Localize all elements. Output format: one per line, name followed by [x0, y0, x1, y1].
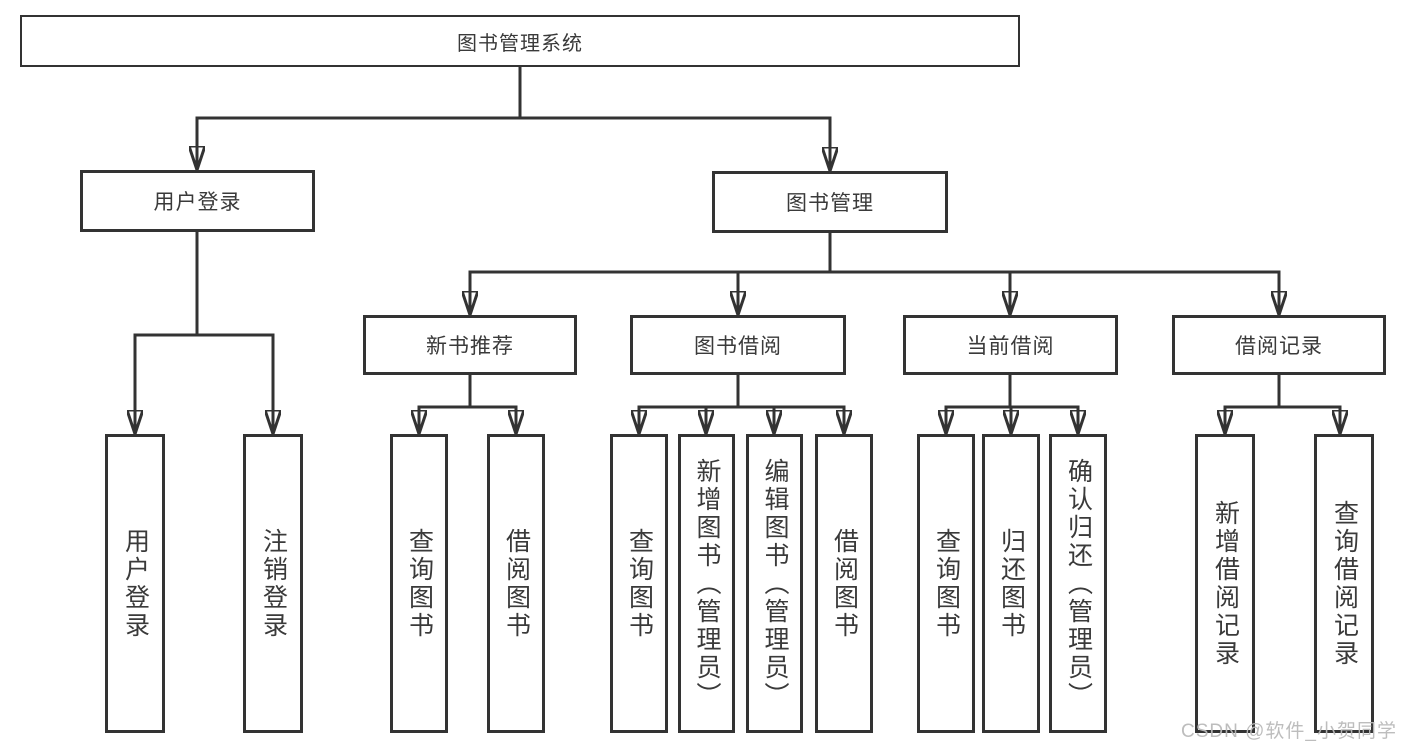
leaf-confirm-return-admin: 确认归还（管理员）: [1049, 434, 1107, 733]
leaf-edit-book-admin: 编辑图书（管理员）: [746, 434, 803, 733]
connector-borrowing-records-split: [1223, 373, 1342, 409]
leaf-query-books-1-label: 查询图书: [405, 527, 434, 640]
leaf-return-books-label: 归还图书: [997, 527, 1026, 640]
node-book-borrowing: 图书借阅: [630, 315, 846, 375]
leaf-query-borrow-record-label: 查询借阅记录: [1330, 499, 1359, 668]
leaf-add-borrow-record-label: 新增借阅记录: [1211, 499, 1240, 668]
connector-book-management-split: [468, 231, 1281, 274]
node-root-label: 图书管理系统: [457, 32, 583, 55]
node-book-management: 图书管理: [712, 171, 948, 233]
leaf-query-books-3-label: 查询图书: [932, 527, 961, 640]
connector-root-split: [195, 65, 832, 120]
node-book-borrowing-label: 图书借阅: [694, 335, 782, 358]
leaf-query-books-2-label: 查询图书: [625, 527, 654, 640]
leaf-add-book-admin-label: 新增图书（管理员）: [693, 457, 721, 710]
leaf-query-books-1: 查询图书: [390, 434, 448, 733]
leaf-borrow-books-2-label: 借阅图书: [830, 527, 859, 640]
node-root: 图书管理系统: [20, 15, 1020, 67]
leaf-user-login: 用户登录: [105, 434, 165, 733]
node-user-login: 用户登录: [80, 170, 315, 232]
leaf-add-borrow-record: 新增借阅记录: [1195, 434, 1255, 733]
leaf-query-books-2: 查询图书: [610, 434, 668, 733]
node-borrowing-records: 借阅记录: [1172, 315, 1386, 375]
leaf-borrow-books-2: 借阅图书: [815, 434, 873, 733]
leaf-confirm-return-admin-label: 确认归还（管理员）: [1064, 457, 1093, 710]
watermark: CSDN @软件_小贺同学: [1181, 721, 1397, 742]
node-current-borrowing: 当前借阅: [903, 315, 1118, 375]
node-new-book-recommend-label: 新书推荐: [426, 335, 514, 358]
connector-book-borrowing-split: [637, 373, 846, 409]
leaf-add-book-admin: 新增图书（管理员）: [678, 434, 735, 733]
node-new-book-recommend: 新书推荐: [363, 315, 577, 375]
connector-current-borrowing-split: [944, 373, 1080, 409]
node-current-borrowing-label: 当前借阅: [966, 335, 1055, 358]
node-borrowing-records-label: 借阅记录: [1235, 335, 1323, 358]
connector-user-login-split: [133, 230, 275, 337]
leaf-edit-book-admin-label: 编辑图书（管理员）: [761, 457, 789, 710]
leaf-borrow-books-1: 借阅图书: [487, 434, 545, 733]
leaf-logout-label: 注销登录: [259, 527, 288, 640]
connector-new-book-split: [417, 373, 518, 409]
leaf-user-login-label: 用户登录: [121, 527, 150, 640]
node-book-management-label: 图书管理: [786, 192, 874, 215]
leaf-query-borrow-record: 查询借阅记录: [1314, 434, 1374, 733]
leaf-borrow-books-1-label: 借阅图书: [502, 527, 531, 640]
node-user-login-label: 用户登录: [153, 191, 242, 214]
leaf-return-books: 归还图书: [982, 434, 1040, 733]
leaf-logout: 注销登录: [243, 434, 303, 733]
leaf-query-books-3: 查询图书: [917, 434, 975, 733]
